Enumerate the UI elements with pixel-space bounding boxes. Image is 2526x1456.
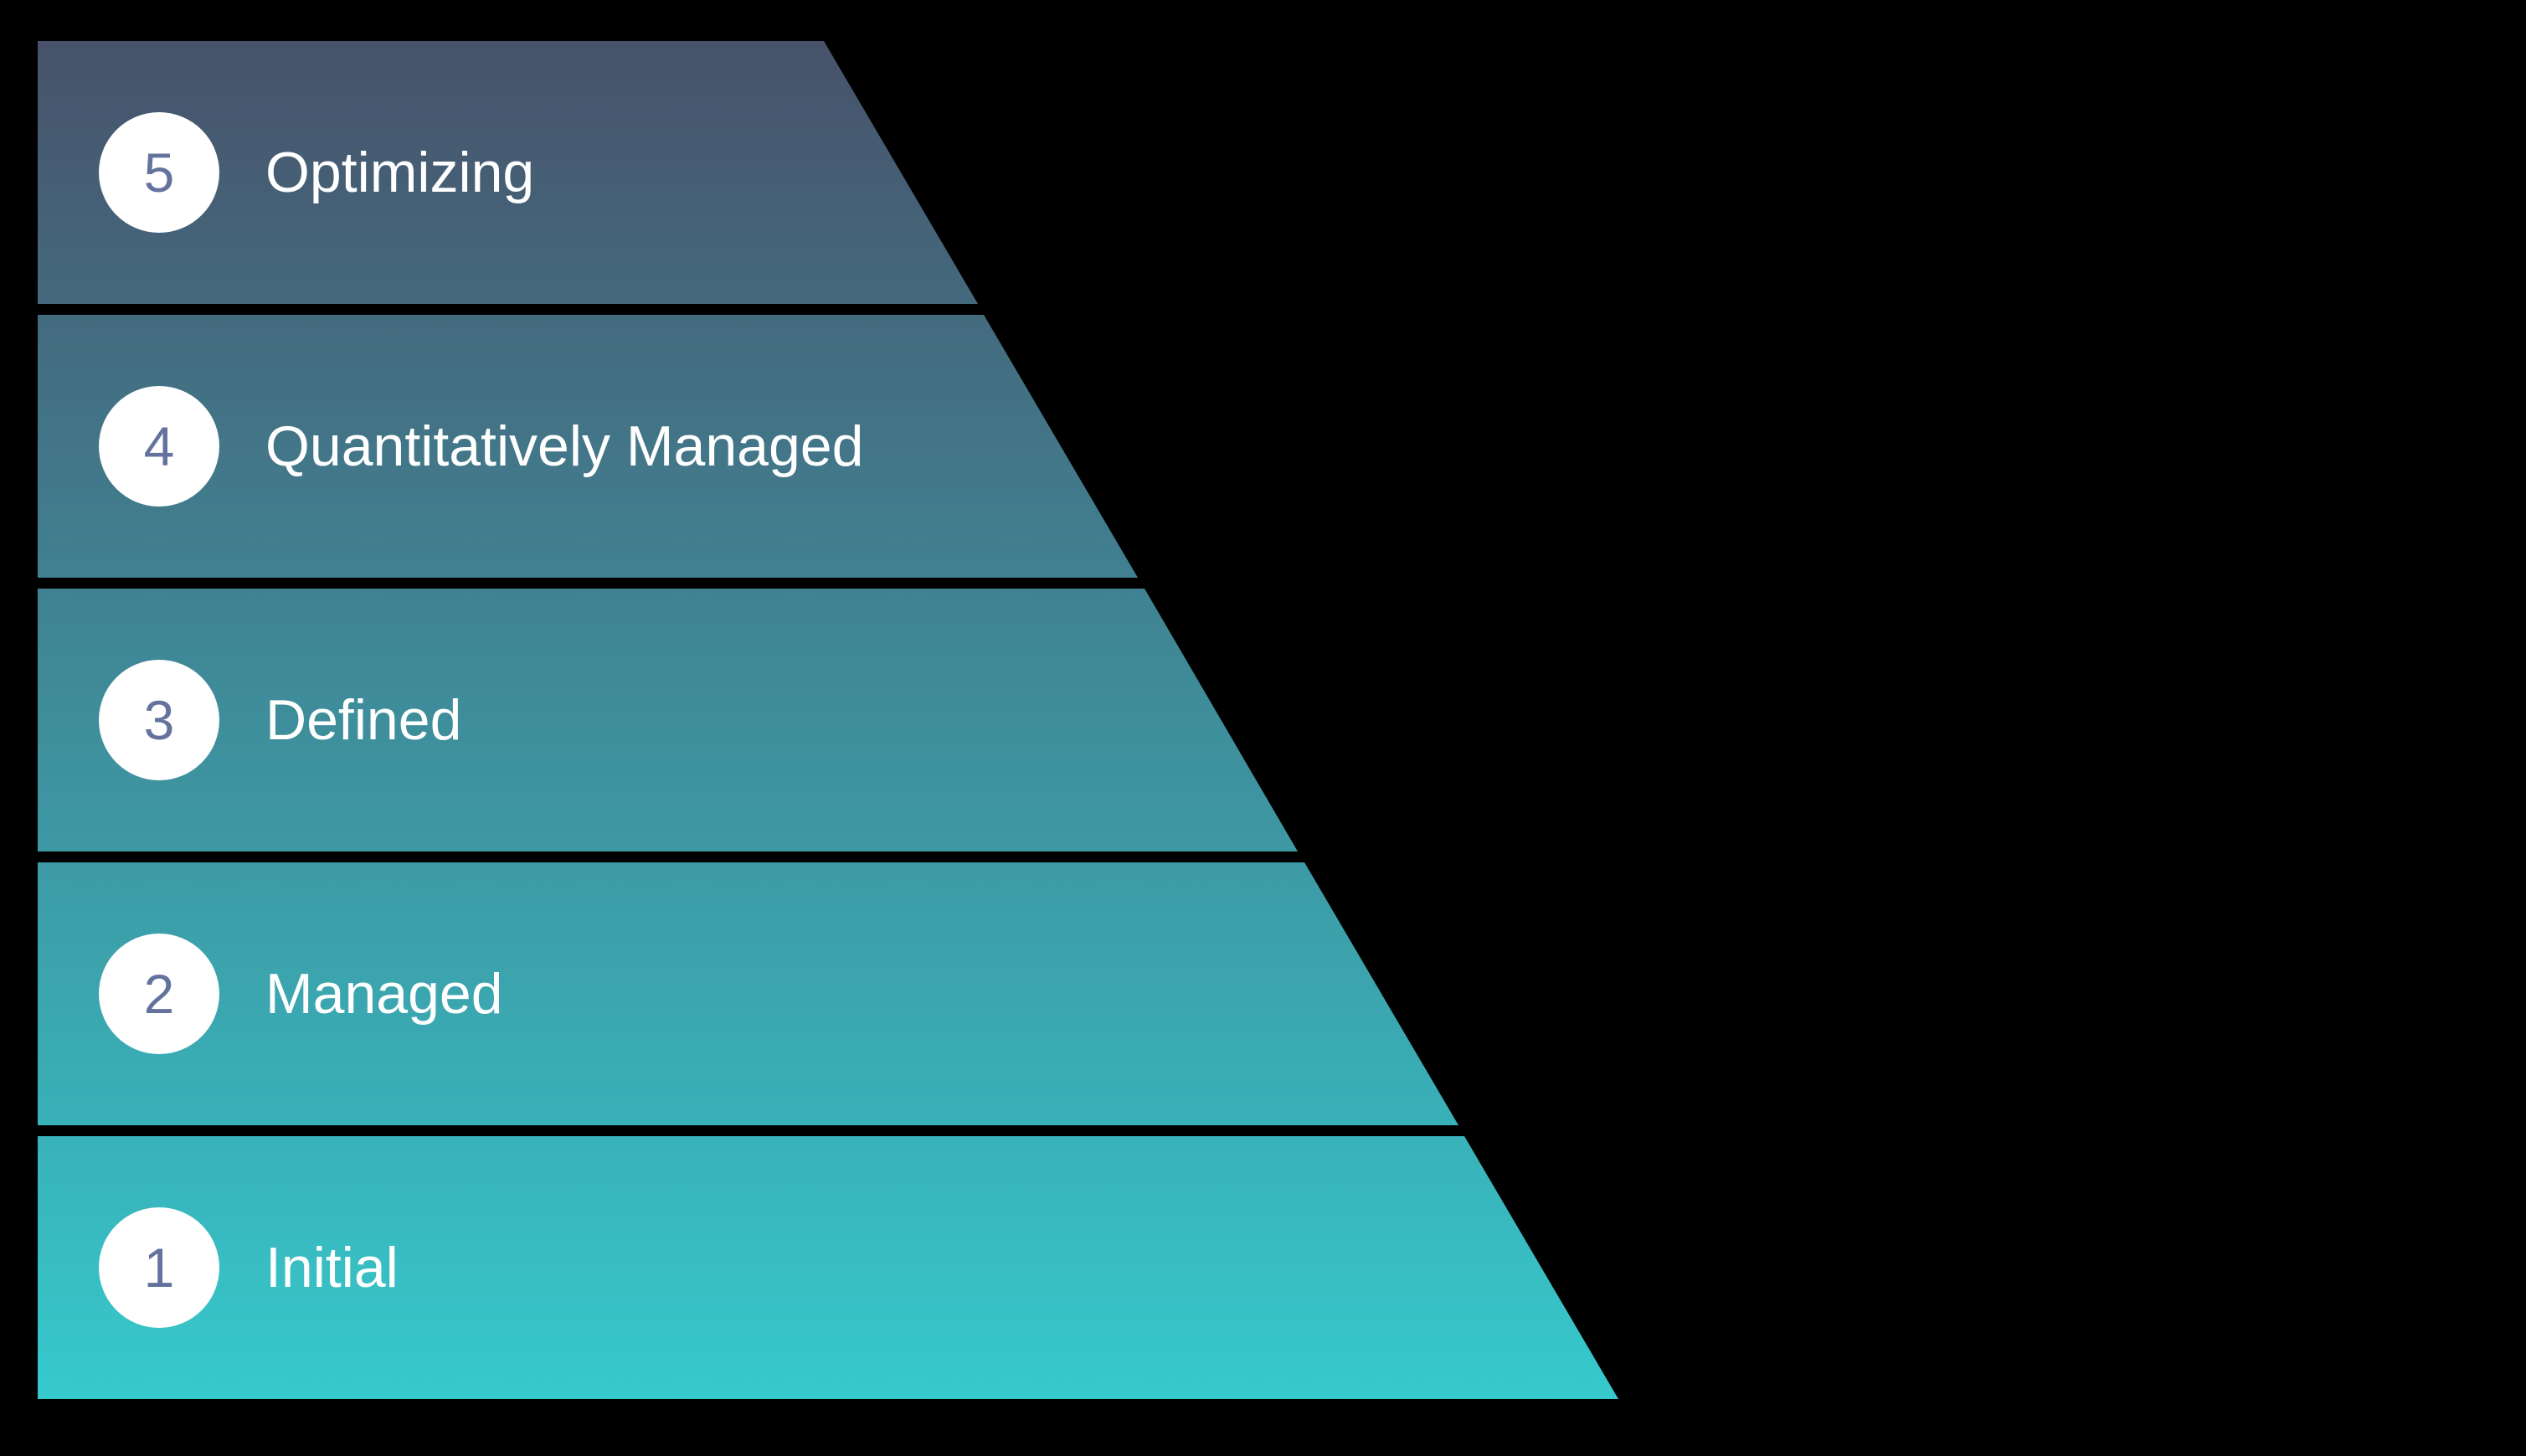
- level-5-number: 5: [143, 141, 175, 203]
- level-5-number-badge: 5: [99, 112, 219, 233]
- level-band-4-quantitatively-managed: 4 Quantitatively Managed: [38, 315, 1138, 578]
- level-band-2-managed: 2 Managed: [38, 862, 1458, 1125]
- level-band-1-initial: 1 Initial: [38, 1136, 1618, 1399]
- level-4-label: Quantitatively Managed: [265, 414, 864, 478]
- level-3-number-badge: 3: [99, 660, 219, 780]
- level-2-number: 2: [143, 963, 175, 1025]
- level-3-label: Defined: [265, 688, 462, 752]
- level-band-5-optimizing: 5 Optimizing: [38, 41, 978, 304]
- level-band-3-defined: 3 Defined: [38, 589, 1298, 851]
- level-4-number-badge: 4: [99, 386, 219, 507]
- level-1-number-badge: 1: [99, 1207, 219, 1328]
- level-2-number-badge: 2: [99, 934, 219, 1054]
- level-4-number: 4: [143, 415, 175, 477]
- level-1-label: Initial: [265, 1236, 399, 1299]
- level-1-number: 1: [143, 1237, 175, 1299]
- level-5-label: Optimizing: [265, 141, 535, 204]
- level-3-number: 3: [143, 689, 175, 751]
- level-2-label: Managed: [265, 962, 503, 1026]
